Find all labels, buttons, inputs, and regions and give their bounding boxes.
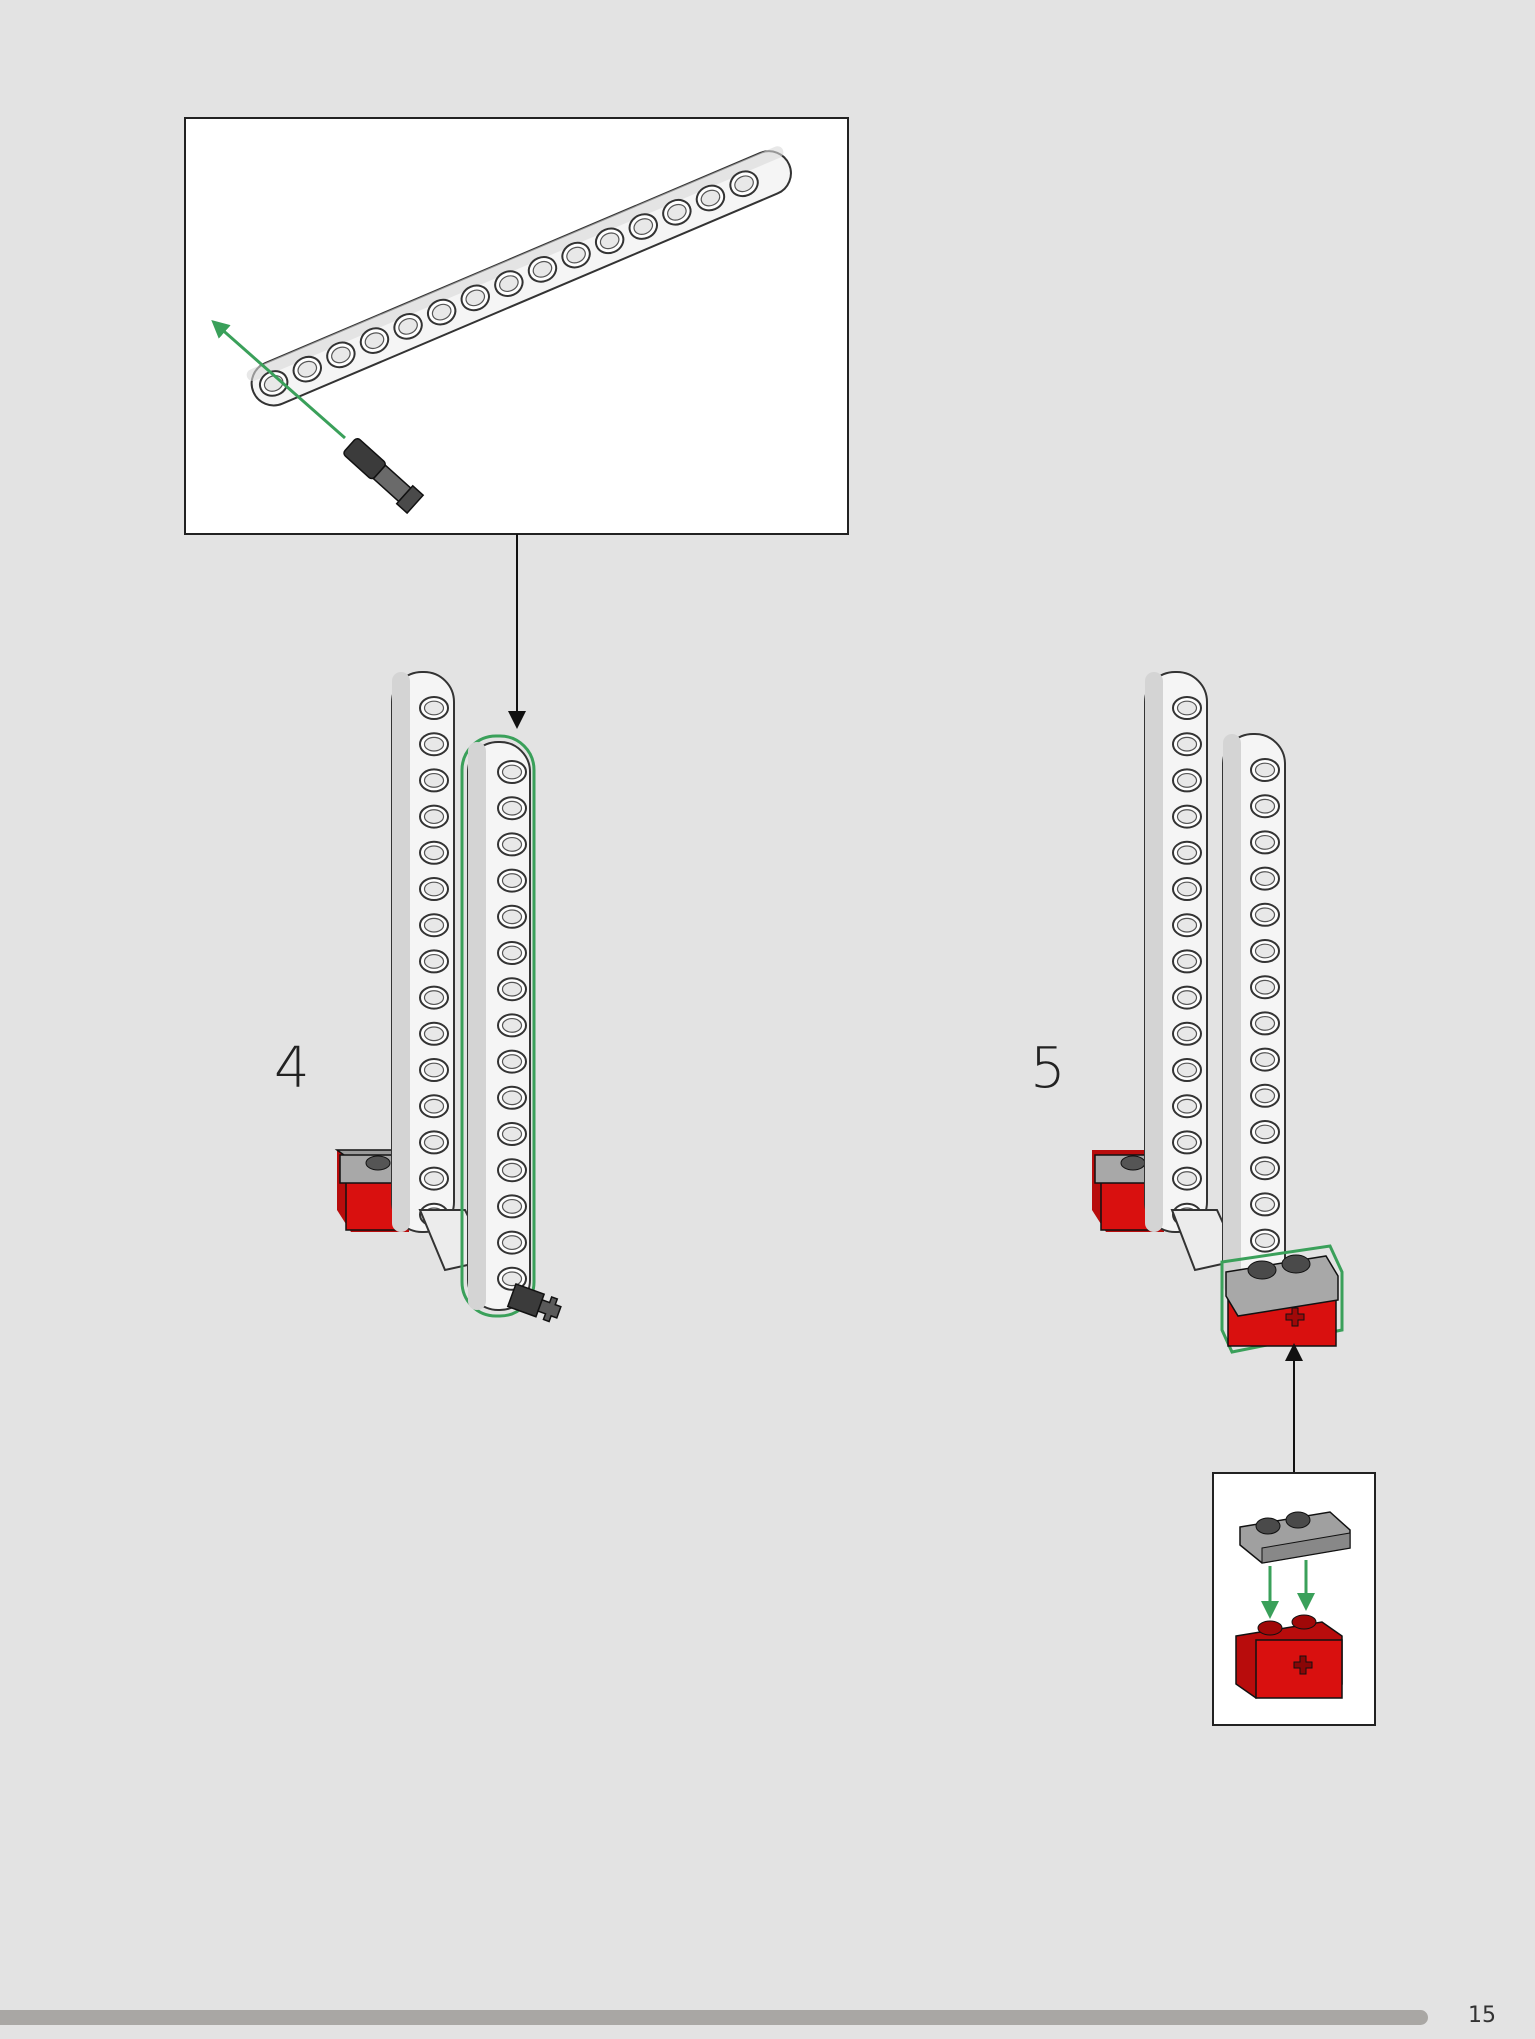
beam-hole-inner [501, 1271, 523, 1287]
beam-hole-inner [1254, 762, 1276, 778]
step4-front-beam [460, 734, 536, 1318]
step-number-4: 4 [274, 1036, 310, 1101]
step4-back-beam [391, 671, 455, 1233]
beam-hole-inner [501, 800, 523, 816]
step-number-5: 5 [1030, 1036, 1066, 1101]
beam-hole-inner [501, 1054, 523, 1070]
beam-hole-inner [566, 246, 586, 264]
beam-hole-inner [1254, 943, 1276, 959]
beam-hole-inner [1254, 798, 1276, 814]
beam-hole-inner [431, 303, 452, 321]
beam-hole-inner [398, 317, 418, 335]
beam-hole-inner [423, 772, 445, 788]
beam-hole-inner [501, 1162, 523, 1178]
beam-hole-inner [423, 1134, 445, 1150]
step4-callout-box [184, 117, 849, 535]
beam-hole-inner [1254, 1196, 1276, 1212]
beam-hole-inner [1176, 990, 1198, 1006]
step5-front-beam [1222, 733, 1286, 1295]
beam-hole-inner [1176, 845, 1198, 861]
beam-hole-inner [499, 275, 519, 292]
beam-hole-inner [501, 764, 523, 780]
beam-hole-inner [297, 360, 318, 378]
beam-hole-inner [423, 736, 445, 752]
beam-hole-inner [501, 1090, 523, 1106]
beam-hole-inner [1176, 1026, 1198, 1042]
beam-hole-inner [1254, 1233, 1276, 1249]
step4-pin [506, 1282, 562, 1323]
beam-hole-inner [1254, 1052, 1276, 1068]
beam-hole-inner [1176, 700, 1198, 716]
beam-hole-inner [465, 289, 486, 307]
beam-hole-inner [364, 332, 385, 350]
step5-back-beam [1144, 671, 1208, 1233]
beam-hole-inner [501, 873, 523, 889]
beam-hole-inner [1254, 1124, 1276, 1140]
progress-bar [0, 2010, 1428, 2025]
beam-hole-inner [501, 1198, 523, 1214]
beam-hole-inner [633, 218, 654, 235]
callout-beam [246, 146, 792, 407]
beam-hole-inner [501, 1017, 523, 1033]
beam-hole-inner [1254, 834, 1276, 850]
step5-new-brick [1220, 1244, 1344, 1354]
step5-callout-box [1212, 1472, 1376, 1726]
beam-hole-inner [1176, 772, 1198, 788]
beam-hole-inner [501, 1126, 523, 1142]
green-arrow-icon [211, 320, 346, 440]
beam-hole-inner [667, 203, 687, 221]
beam-hole-inner [501, 945, 523, 961]
beam-hole-inner [501, 909, 523, 925]
beam-hole-inner [423, 881, 445, 897]
beam-hole-inner [700, 189, 721, 207]
beam-hole-inner [599, 232, 620, 250]
beam-hole-inner [423, 1098, 445, 1114]
step4-model [334, 671, 562, 1323]
beam-hole-inner [1254, 979, 1276, 995]
beam-hole-inner [1254, 907, 1276, 923]
beam-hole-inner [423, 990, 445, 1006]
callout-plate [1239, 1511, 1351, 1564]
beam-hole-inner [423, 1026, 445, 1042]
beam-hole-inner [423, 700, 445, 716]
beam-hole-inner [423, 953, 445, 969]
beam-hole-inner [1176, 1134, 1198, 1150]
beam-hole-inner [1176, 736, 1198, 752]
beam-hole-inner [1254, 871, 1276, 887]
beam-hole-inner [501, 836, 523, 852]
beam-hole-inner [423, 1062, 445, 1078]
beam-hole-inner [331, 346, 351, 364]
step5-model [1092, 671, 1344, 1354]
beam-hole-inner [734, 175, 754, 193]
beam-hole-inner [1176, 809, 1198, 825]
connector-pin [343, 437, 425, 515]
beam-hole-inner [1254, 1015, 1276, 1031]
beam-hole-inner [501, 981, 523, 997]
beam-hole-inner [1176, 953, 1198, 969]
beam-hole-inner [423, 809, 445, 825]
beam-hole-inner [1176, 881, 1198, 897]
beam-hole-inner [423, 1171, 445, 1187]
page-number: 15 [1468, 2003, 1496, 2028]
beam-hole-inner [423, 917, 445, 933]
beam-hole-inner [1254, 1088, 1276, 1104]
beam-hole-inner [1254, 1160, 1276, 1176]
callout-red-brick [1235, 1614, 1343, 1699]
beam-hole-inner [423, 845, 445, 861]
beam-hole-inner [1176, 1171, 1198, 1187]
beam-hole-inner [532, 260, 553, 278]
beam-hole-inner [1176, 1062, 1198, 1078]
beam-hole-inner [1176, 917, 1198, 933]
beam-hole-inner [501, 1235, 523, 1251]
beam-hole-inner [1176, 1098, 1198, 1114]
